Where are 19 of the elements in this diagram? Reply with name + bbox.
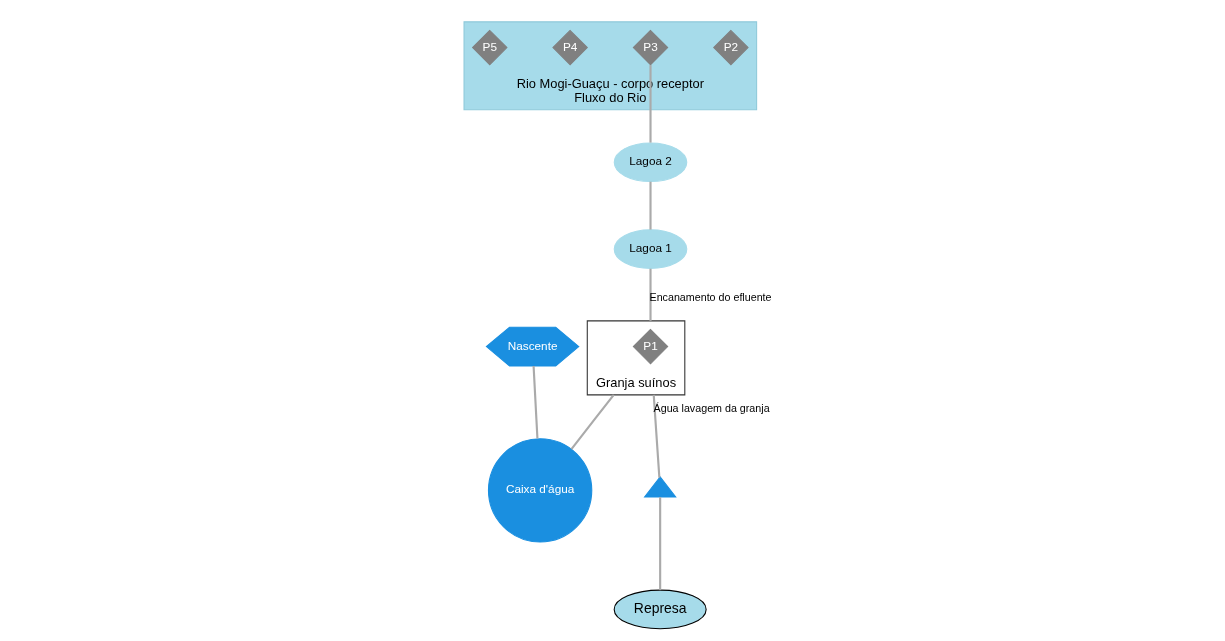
node-triangle (643, 475, 677, 498)
connector (648, 64, 652, 143)
connector (532, 365, 538, 439)
node-ellipse: Represa (613, 589, 707, 629)
node-diamond: P3 (632, 29, 668, 65)
node-circle: Caixa d'água (487, 437, 592, 543)
node-diamond: P2 (712, 29, 749, 65)
node-ellipse: Lagoa 1 (613, 228, 687, 269)
node-ellipse: Lagoa 2 (613, 141, 687, 182)
node-diamond: P4 (551, 29, 588, 65)
node-diamond: P1 (632, 328, 668, 364)
connector (658, 496, 661, 590)
connector (570, 393, 615, 450)
connector (652, 394, 660, 478)
connector (648, 268, 652, 321)
node-diamond: P5 (471, 29, 508, 65)
edge-label: Água lavagem da granja (653, 401, 770, 414)
edge-label: Encanamento do efluente (649, 290, 772, 303)
connector (648, 181, 652, 230)
